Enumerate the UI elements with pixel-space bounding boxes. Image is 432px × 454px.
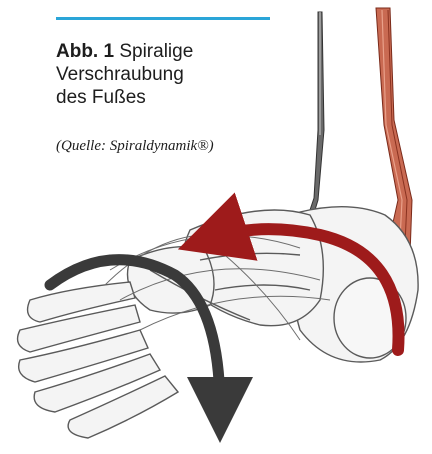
gray-tendon (306, 12, 324, 222)
